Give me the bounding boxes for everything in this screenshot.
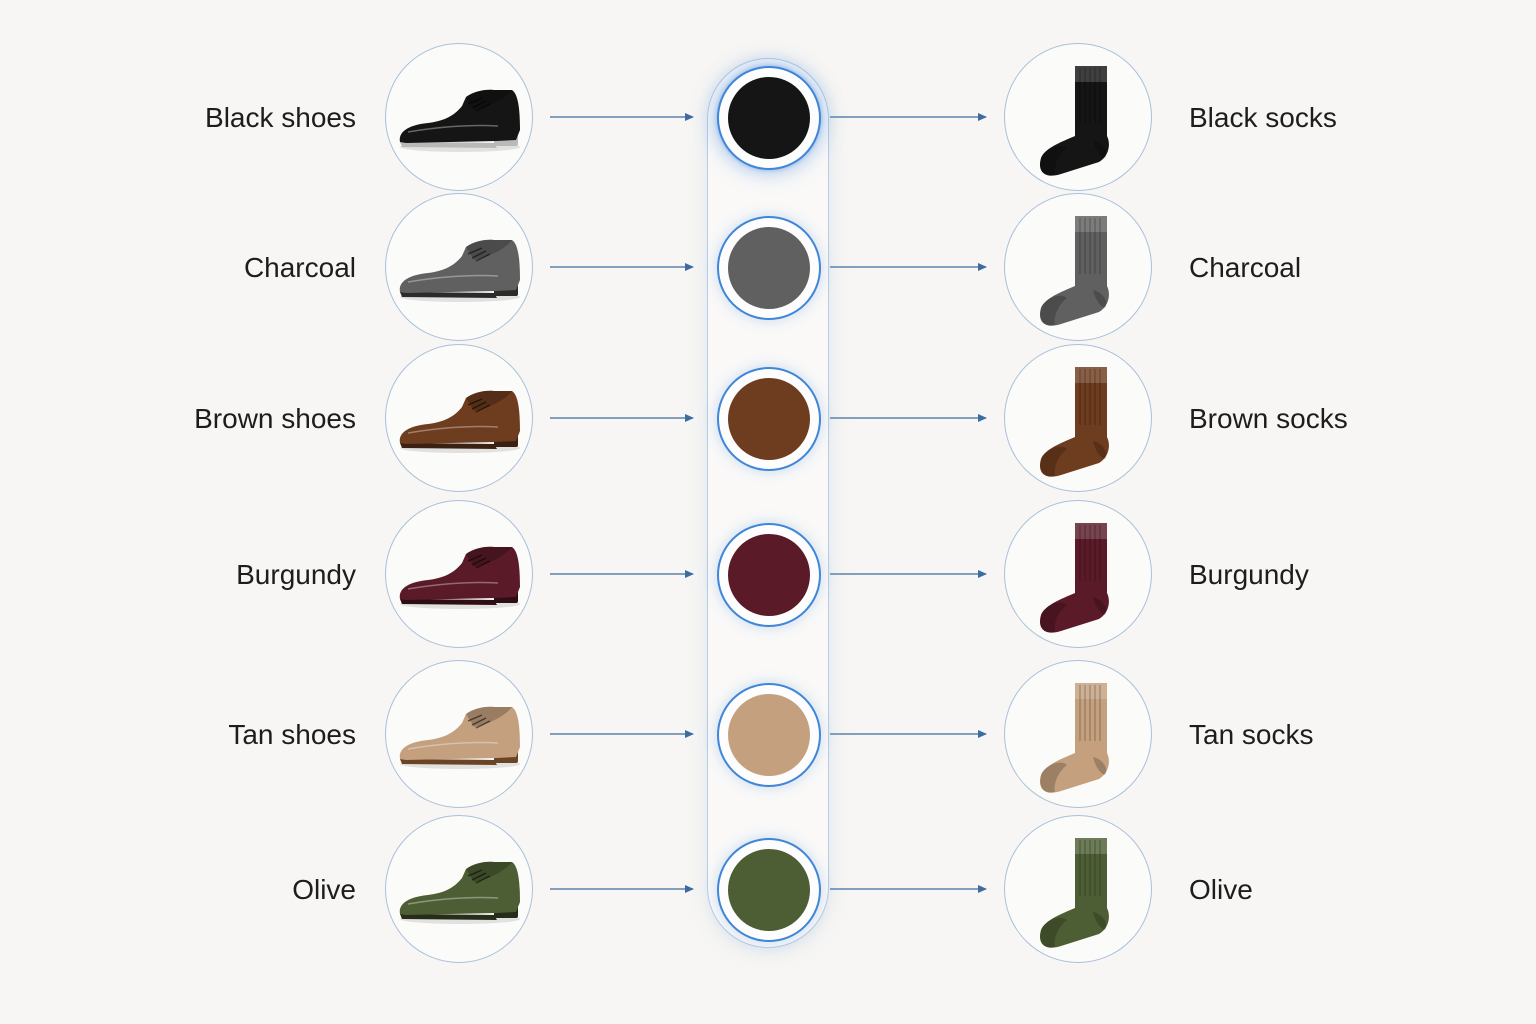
sock-icon — [1004, 500, 1152, 648]
shoe-icon — [385, 815, 533, 963]
shoe-label: Burgundy — [236, 559, 356, 590]
shoe-label: Charcoal — [243, 252, 356, 283]
sock-label: Burgundy — [1189, 559, 1309, 590]
swatch-fill — [728, 534, 810, 616]
sock-icon — [1004, 344, 1152, 492]
color-swatch[interactable] — [717, 838, 821, 942]
shoe-label: Olive — [292, 874, 356, 905]
shoe-icon — [385, 193, 533, 341]
shoe-icon — [385, 500, 533, 648]
pair-row: Olive Olive — [0, 815, 1536, 965]
sock-label: Olive — [1189, 874, 1253, 905]
sock-label: Brown socks — [1189, 403, 1348, 434]
shoe-label: Black shoes — [205, 102, 356, 133]
sock-label: Black socks — [1189, 102, 1337, 133]
sock-icon — [1004, 193, 1152, 341]
swatch-fill — [728, 77, 810, 159]
pair-row: Brown shoes Brown socks — [0, 344, 1536, 494]
shoe-label: Tan shoes — [228, 719, 356, 750]
shoe-icon — [385, 344, 533, 492]
swatch-fill — [728, 227, 810, 309]
color-swatch[interactable] — [717, 216, 821, 320]
color-swatch[interactable] — [717, 367, 821, 471]
sock-icon — [1004, 43, 1152, 191]
color-swatch-rail — [707, 58, 829, 948]
swatch-fill — [728, 378, 810, 460]
shoe-icon — [385, 660, 533, 808]
sock-icon — [1004, 815, 1152, 963]
pair-row: Charcoal Charcoal — [0, 193, 1536, 343]
swatch-fill — [728, 849, 810, 931]
sock-label: Charcoal — [1189, 252, 1302, 283]
sock-label: Tan socks — [1189, 719, 1314, 750]
swatch-fill — [728, 694, 810, 776]
shoe-icon — [385, 43, 533, 191]
pair-row: Black shoes Black socks — [0, 43, 1536, 193]
pair-row: Burgundy Burgundy — [0, 500, 1536, 650]
color-swatch[interactable] — [717, 523, 821, 627]
pair-row: Tan shoes Tan socks — [0, 660, 1536, 810]
sock-icon — [1004, 660, 1152, 808]
color-swatch[interactable] — [717, 683, 821, 787]
shoe-label: Brown shoes — [194, 403, 356, 434]
color-swatch[interactable] — [717, 66, 821, 170]
